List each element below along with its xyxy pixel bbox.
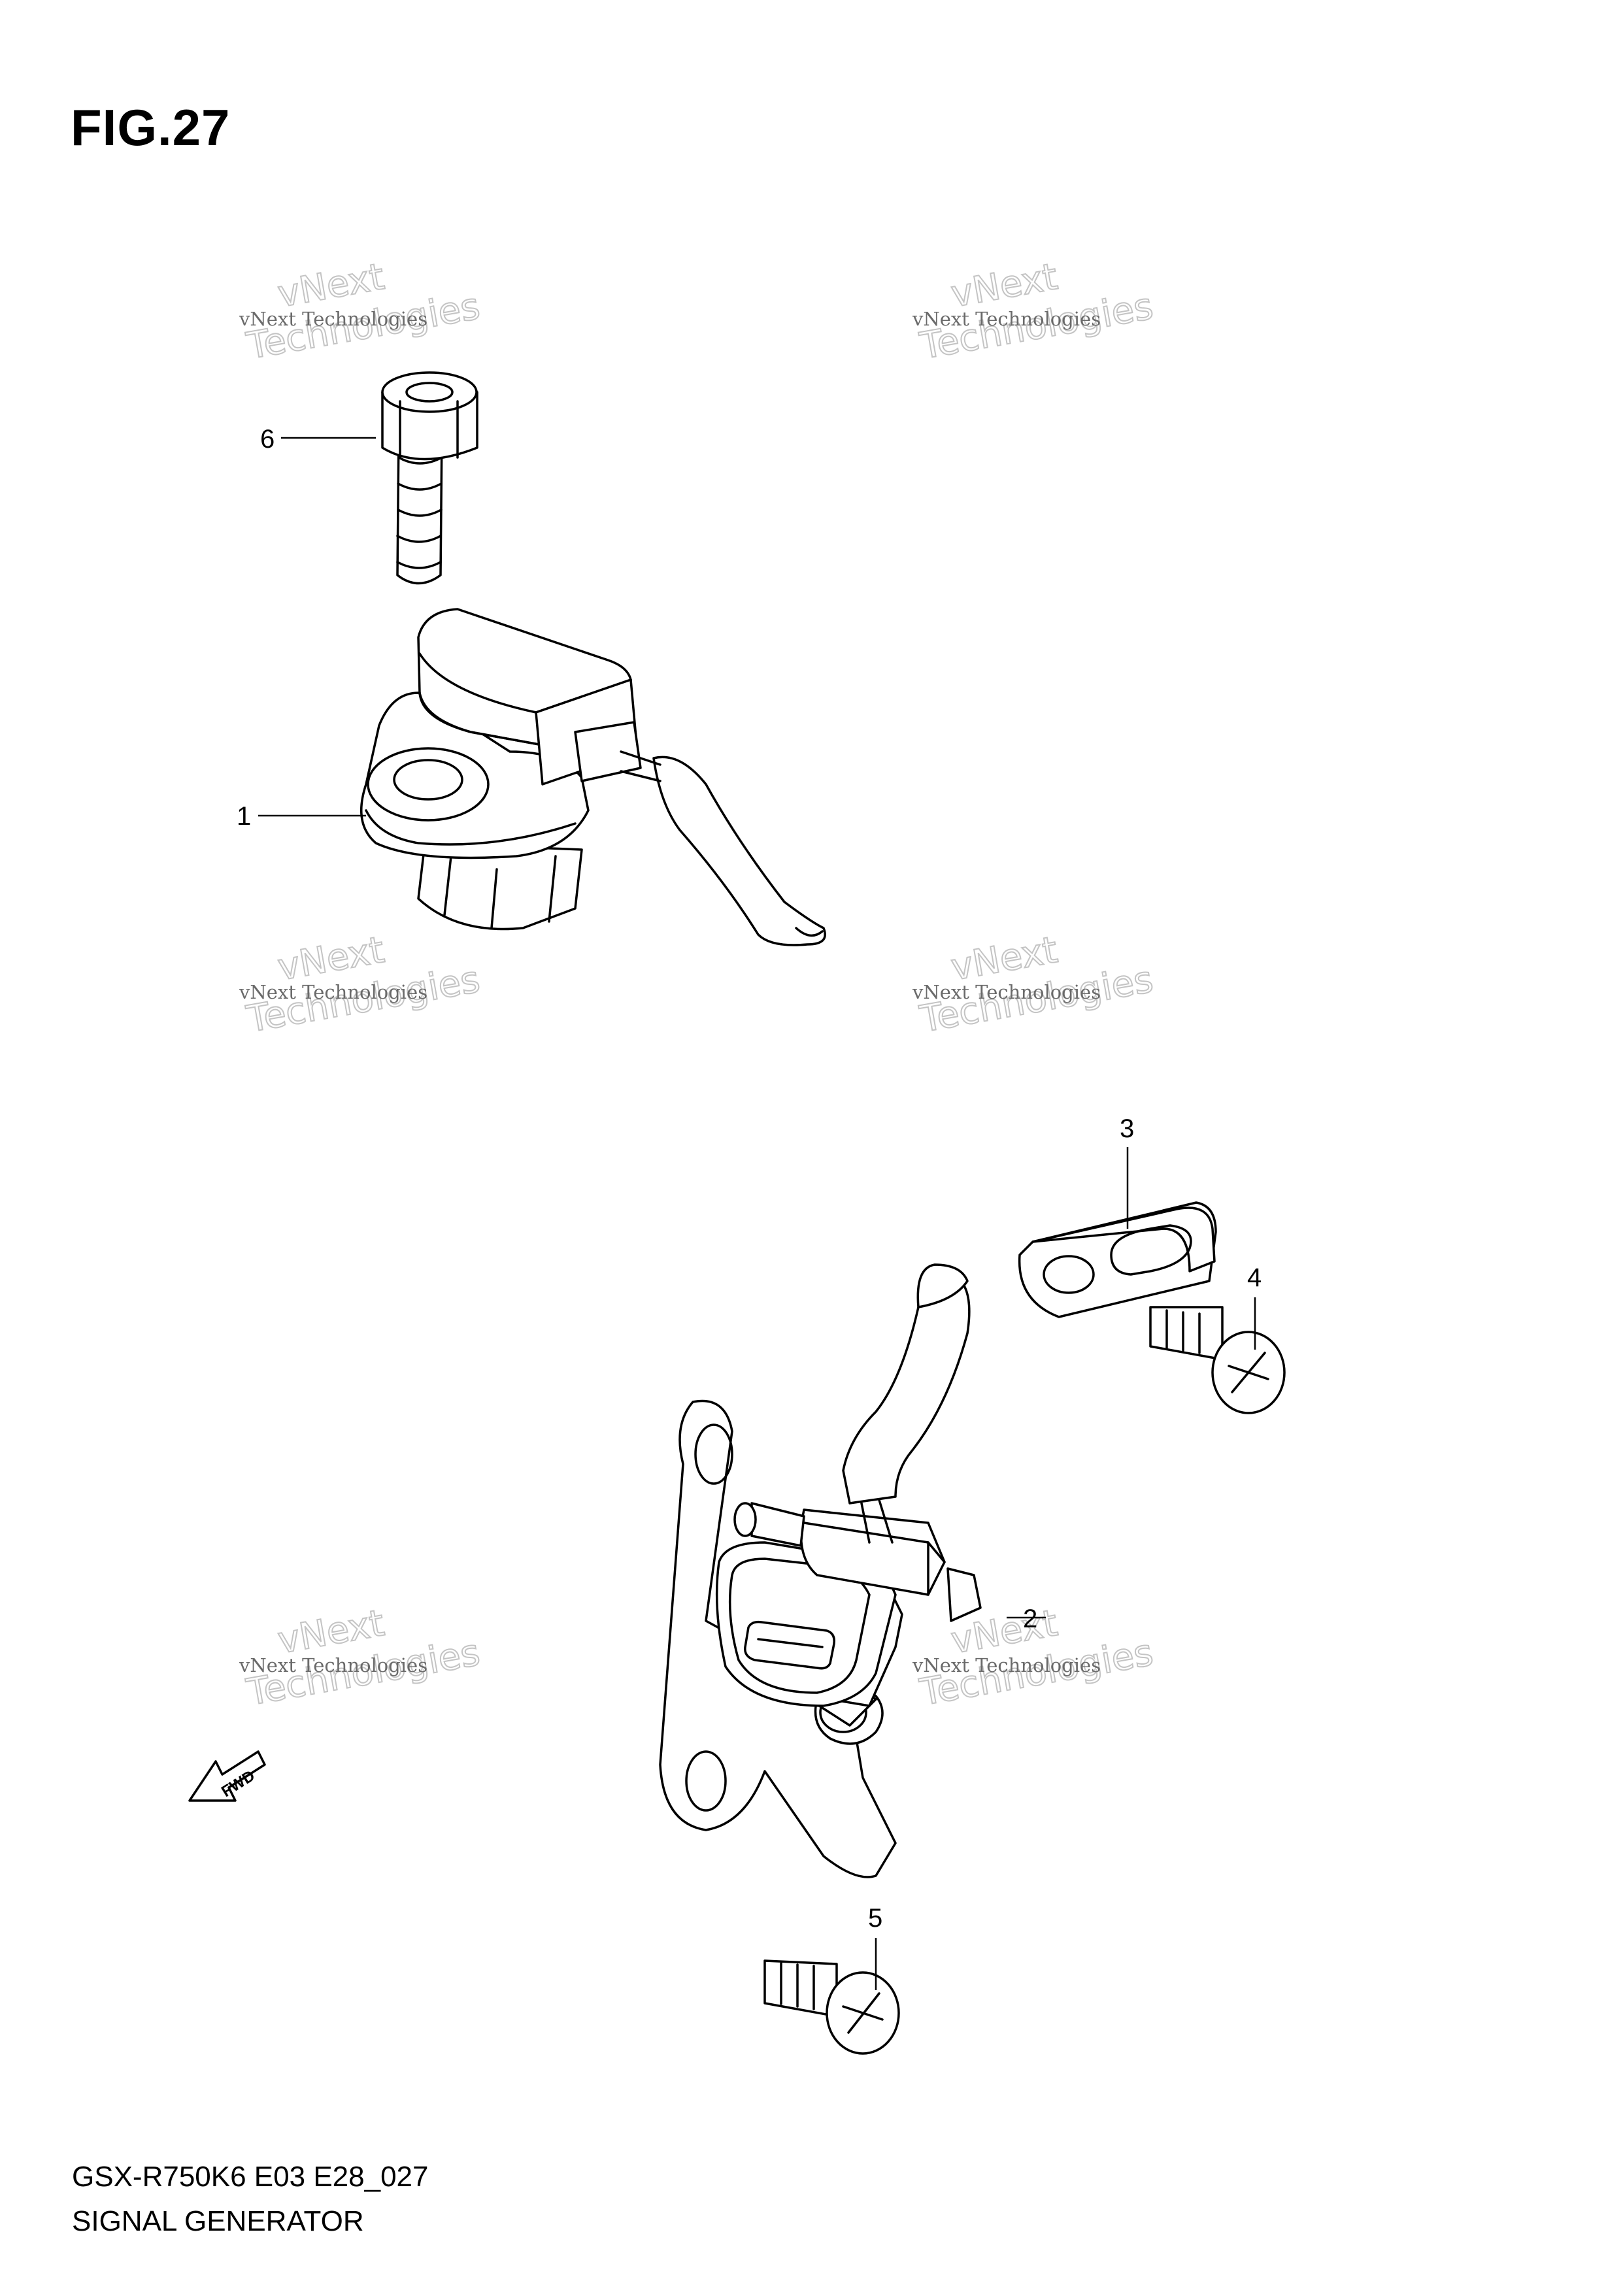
part-1-sensor: [360, 608, 826, 946]
callout-leaders: [258, 437, 1256, 1990]
part-2-signal-generator: [659, 1263, 982, 1878]
model-code: GSX-R750K6 E03 E28_027: [72, 2161, 429, 2193]
watermark-text: vNext Technologies: [239, 308, 427, 330]
part-5-screw: [763, 1959, 900, 2055]
watermark: Technologies vNext vNext Technologies: [239, 255, 484, 369]
watermark-text: vNext Technologies: [912, 981, 1101, 1003]
callout-1: 1: [237, 802, 251, 831]
watermark: Technologies vNext vNext Technologies: [239, 928, 484, 1042]
watermark: Technologies vNext vNext Technologies: [239, 1601, 484, 1715]
watermark-text: vNext Technologies: [239, 981, 427, 1003]
part-3-plate: [1018, 1201, 1217, 1318]
part-4-screw: [1149, 1306, 1286, 1414]
watermark-text: vNext Technologies: [912, 1654, 1101, 1676]
watermark-text: vNext Technologies: [912, 308, 1101, 330]
callout-6: 6: [260, 425, 275, 454]
section-name: SIGNAL GENERATOR: [72, 2205, 364, 2237]
part-6-bolt: [381, 371, 478, 585]
figure-title: FIG.27: [71, 99, 231, 156]
callout-2: 2: [1023, 1605, 1037, 1633]
watermark-text: vNext Technologies: [239, 1654, 427, 1676]
callout-3: 3: [1120, 1114, 1134, 1143]
callout-5: 5: [868, 1904, 882, 1933]
fwd-arrow: FWD: [188, 1750, 266, 1802]
watermark: Technologies vNext vNext Technologies: [912, 928, 1157, 1042]
callout-4: 4: [1247, 1263, 1262, 1292]
watermark: Technologies vNext vNext Technologies: [912, 255, 1157, 369]
